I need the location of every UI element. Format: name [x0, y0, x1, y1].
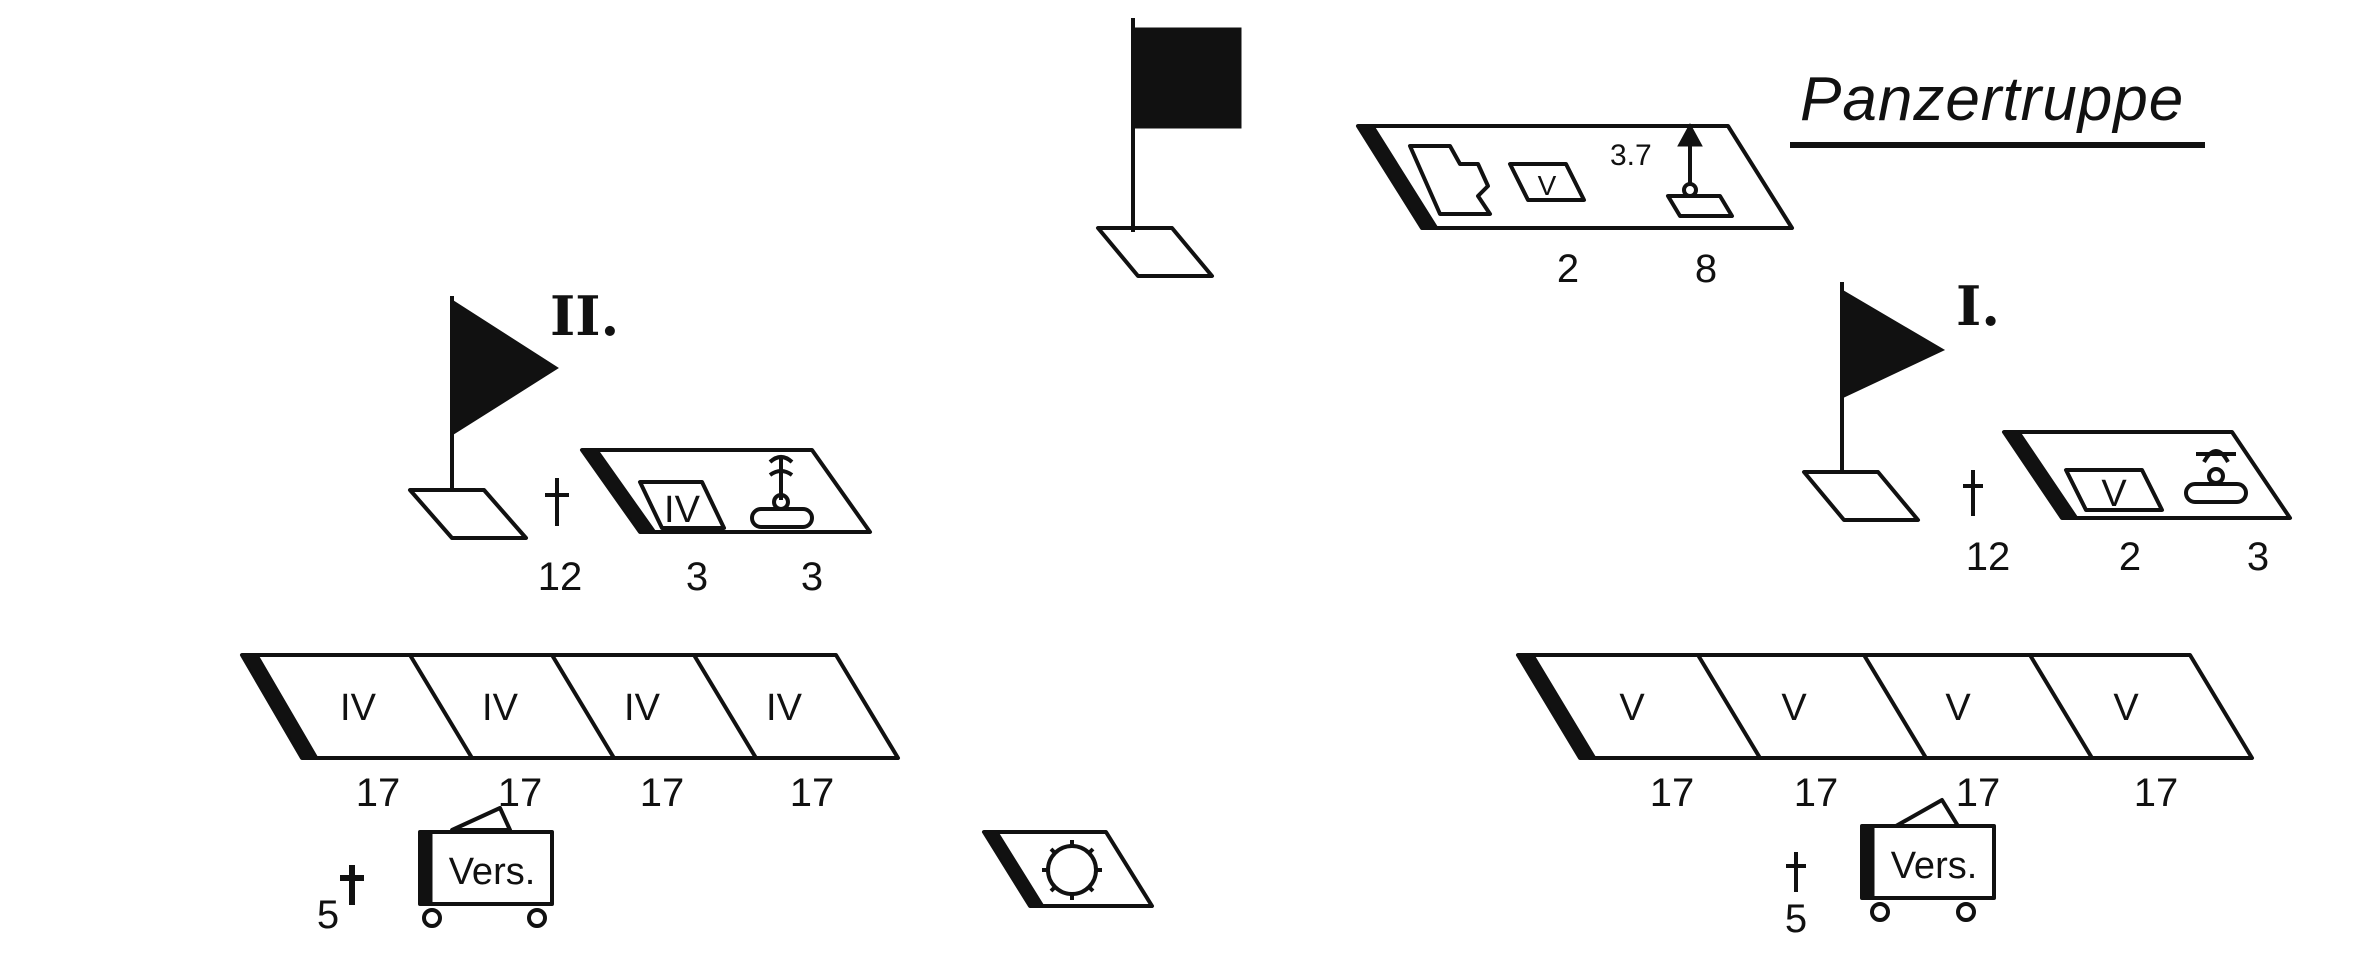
company-tank-class: V	[2113, 687, 2139, 729]
radio-antenna-icon	[768, 455, 794, 477]
battalion-2-companies: IV IV IV IV 17 17 17 17	[240, 653, 900, 815]
battalion-2-staff: 12 IV 3 3	[538, 448, 872, 599]
company-count: 17	[1650, 771, 1695, 815]
company-count: 17	[1794, 771, 1839, 815]
company-count: 17	[356, 771, 401, 815]
company-tank-class: V	[1619, 687, 1645, 729]
unit-edge-marker	[2003, 431, 2079, 519]
battalion-2-supply: 5 Vers.	[317, 806, 554, 937]
battalion-number: I.	[1956, 274, 2000, 338]
tank-class-box	[2064, 468, 2164, 512]
company-tank-class: V	[1781, 687, 1807, 729]
triangular-flag-icon	[1841, 289, 1946, 399]
truck-tarp-icon	[1894, 798, 1960, 828]
battalion-1-companies: V V V V 17 17 17 17	[1516, 653, 2254, 815]
company-count: 17	[498, 771, 543, 815]
wheel-icon	[1956, 902, 1976, 922]
company-count: 17	[1956, 771, 2001, 815]
cross-count: 5	[1785, 897, 1807, 941]
tank-class-label: IV	[664, 489, 701, 531]
wheel-icon	[527, 908, 547, 928]
tank-class-label: V	[2101, 473, 2127, 515]
battalion-1-staff: 12 V 2 3	[1963, 430, 2292, 579]
cross-count: 5	[317, 893, 339, 937]
workshop-unit	[982, 830, 1154, 908]
unit-edge-marker	[1357, 125, 1439, 229]
battalion-1-flag: I.	[1802, 274, 2000, 522]
truck-tarp-icon	[450, 806, 512, 832]
radio-antenna-icon	[2202, 449, 2230, 464]
hq-platoon-box: V 3.7 2 8	[1356, 122, 1794, 291]
cross-count: 12	[538, 555, 583, 599]
unit-edge-marker	[581, 449, 657, 533]
flag-base-icon	[1802, 470, 1920, 522]
triangular-flag-icon	[451, 299, 559, 436]
battalion-number: II.	[550, 284, 619, 348]
count-label: 2	[2119, 535, 2141, 579]
supply-label: Vers.	[449, 851, 536, 893]
diagram-title: Panzertruppe	[1800, 65, 2184, 134]
cross-count: 12	[1966, 535, 2011, 579]
company-count: 17	[2134, 771, 2179, 815]
count-label: 3	[686, 555, 708, 599]
count-label: 3	[801, 555, 823, 599]
company-tank-class: IV	[766, 687, 803, 729]
company-tank-class: IV	[482, 687, 519, 729]
radio-vehicle-icon	[2184, 482, 2248, 504]
radio-vehicle-icon	[750, 507, 814, 529]
flag-base-icon	[1096, 226, 1214, 278]
company-tank-class: IV	[340, 687, 377, 729]
unit-edge-marker	[983, 831, 1045, 907]
unit-edge-marker	[241, 654, 319, 759]
count-label: 8	[1695, 247, 1717, 291]
battalion-1-supply: 5 Vers.	[1785, 798, 1996, 941]
wheel-icon	[1870, 902, 1890, 922]
title-group: Panzertruppe	[1790, 65, 2205, 148]
square-flag-icon	[1132, 27, 1242, 129]
flag-base-icon	[408, 488, 528, 540]
gun-arrow-icon	[1677, 122, 1703, 147]
gun-carriage-icon	[1666, 194, 1734, 218]
company-count: 17	[790, 771, 835, 815]
gun-caliber-label: 3.7	[1610, 139, 1652, 172]
wheel-icon	[422, 908, 442, 928]
company-tank-class: V	[1945, 687, 1971, 729]
regiment-hq-flag	[1096, 18, 1242, 278]
unit-edge-marker	[1517, 654, 1597, 759]
tank-class-label: V	[1538, 170, 1557, 201]
tank-class-box	[1508, 162, 1586, 202]
armored-car-icon	[1408, 144, 1492, 216]
count-label: 2	[1557, 247, 1579, 291]
count-label: 3	[2247, 535, 2269, 579]
supply-label: Vers.	[1891, 845, 1978, 887]
company-tank-class: IV	[624, 687, 661, 729]
company-count: 17	[640, 771, 685, 815]
tank-class-box	[638, 480, 726, 530]
battalion-2-flag: II.	[408, 284, 619, 540]
